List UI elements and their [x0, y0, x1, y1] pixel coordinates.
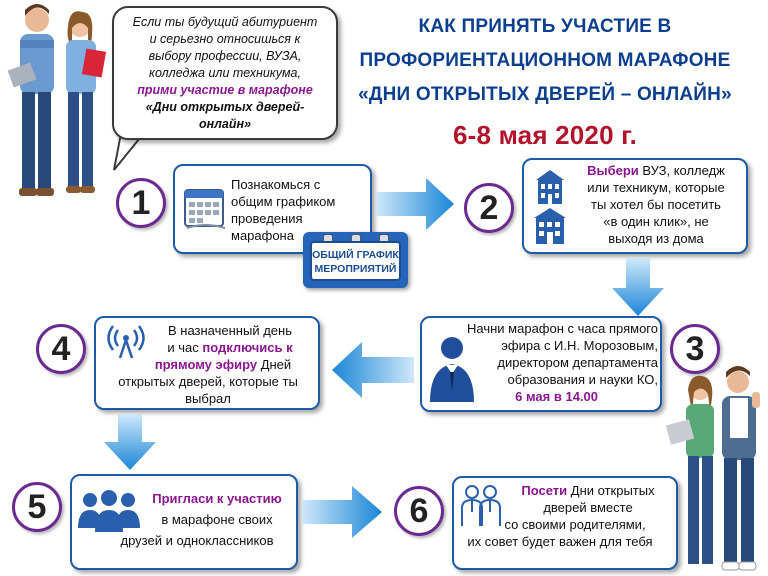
step-2-line: ВУЗ, колледж: [638, 163, 725, 178]
students-illustration-left: [7, 4, 107, 196]
step-5-line: в марафоне своих: [161, 512, 273, 527]
step-4-line: выбрал: [185, 391, 231, 406]
bubble-text-4: колледжа или техникума,: [149, 66, 301, 80]
step-number-4: 4: [36, 324, 86, 374]
step-1-line: проведения: [231, 211, 303, 226]
step-1-line: Познакомься с: [231, 177, 321, 192]
step-3-text: Начни марафон с часа прямого эфира с И.Н…: [428, 320, 658, 405]
buildings-icon: [534, 170, 566, 244]
step-4-line: Дней: [257, 357, 292, 372]
step-6-line: их совет будет важен для тебя: [467, 534, 653, 549]
step-3-line: образования и науки КО,: [507, 372, 658, 387]
step-6-text: Посети Дни открытых дверей вместе со сво…: [448, 482, 672, 550]
step-6-line: дверей вместе: [543, 500, 633, 515]
step-2-line: или техникум, которые: [587, 180, 725, 195]
bubble-event-name-1: «Дни открытых дверей-: [145, 100, 305, 114]
group-people-icon: [78, 490, 140, 532]
step-6-line: Дни открытых: [567, 483, 655, 498]
step-2-line: ты хотел бы посетить: [591, 197, 721, 212]
step-3-line: Начни марафон с часа прямого: [467, 321, 658, 336]
step-6-highlight: Посети: [521, 483, 568, 498]
bubble-event-name-2: онлайн»: [198, 117, 252, 131]
schedule-badge[interactable]: ОБЩИЙ ГРАФИК МЕРОПРИЯТИЙ: [303, 232, 408, 288]
step-4-line: открытых дверей, которые ты: [118, 374, 298, 389]
businessman-icon: [430, 337, 474, 402]
step-card-2: Выбери ВУЗ, колледж или техникум, которы…: [522, 158, 748, 254]
speech-bubble: Если ты будущий абитуриент и серьезно от…: [112, 6, 338, 140]
parents-icon: [461, 485, 501, 526]
calendar-icon: [184, 189, 226, 229]
arrow-right-icon: [302, 486, 382, 538]
title-line-3: «ДНИ ОТКРЫТЫХ ДВЕРЕЙ – ОНЛАЙН»: [358, 84, 732, 105]
page-title: КАК ПРИНЯТЬ УЧАСТИЕ В ПРОФОРИЕНТАЦИОННОМ…: [330, 10, 760, 152]
arrow-down-icon: [612, 258, 664, 316]
bubble-text-3: выбору профессии, ВУЗА,: [148, 49, 302, 63]
badge-line-2: МЕРОПРИЯТИЙ: [314, 263, 397, 275]
step-3-line: эфира с И.Н. Морозовым,: [501, 338, 658, 353]
step-card-3: Начни марафон с часа прямого эфира с И.Н…: [420, 316, 662, 412]
step-1-text: Познакомься с общим графиком проведения …: [231, 176, 335, 244]
broadcast-antenna-icon: [107, 325, 145, 359]
step-number-3: 3: [670, 324, 720, 374]
event-date: 6-8 мая 2020 г.: [452, 120, 638, 150]
bubble-call-to-action: прими участие в марафоне: [137, 83, 313, 97]
bubble-text-2: и серьезно относишься к: [149, 32, 301, 46]
step-5-line: друзей и одноклассников: [120, 533, 274, 548]
arrow-left-icon: [332, 342, 414, 398]
step-4-line: и час: [167, 340, 203, 355]
step-4-text: В назначенный день и час подключись к пр…: [104, 322, 312, 407]
students-illustration-right: [665, 366, 760, 571]
step-card-4: В назначенный день и час подключись к пр…: [94, 316, 320, 410]
step-4-line: В назначенный день: [168, 323, 292, 338]
step-2-highlight: Выбери: [587, 163, 639, 178]
title-line-1: КАК ПРИНЯТЬ УЧАСТИЕ В: [418, 16, 672, 37]
arrow-down-icon: [104, 414, 156, 470]
step-number-5: 5: [12, 482, 62, 532]
step-3-highlight: 6 мая в 14.00: [515, 389, 598, 404]
step-2-line: выходя из дома: [608, 231, 704, 246]
step-4-highlight: подключись к: [202, 340, 293, 355]
step-card-6: Посети Дни открытых дверей вместе со сво…: [452, 476, 678, 570]
step-number-6: 6: [394, 486, 444, 536]
step-card-1: Познакомься с общим графиком проведения …: [173, 164, 372, 254]
step-5-text: Пригласи к участию в марафоне своих друз…: [121, 490, 290, 549]
step-5-highlight: Пригласи к участию: [152, 491, 282, 506]
step-2-text: Выбери ВУЗ, колледж или техникум, которы…: [572, 162, 740, 247]
arrow-right-icon: [376, 178, 454, 230]
step-1-line: марафона: [231, 228, 294, 243]
step-6-line: со своими родителями,: [504, 517, 646, 532]
step-number-1: 1: [116, 178, 166, 228]
step-3-line: директором департамента: [497, 355, 658, 370]
step-1-line: общим графиком: [231, 194, 336, 209]
bubble-text-1: Если ты будущий абитуриент: [132, 15, 318, 29]
step-card-5: Пригласи к участию в марафоне своих друз…: [70, 474, 298, 570]
title-line-2: ПРОФОРИЕНТАЦИОННОМ МАРАФОНЕ: [359, 50, 731, 71]
step-number-2: 2: [464, 183, 514, 233]
step-4-highlight: прямому эфиру: [154, 357, 258, 372]
step-2-line: «в один клик», не: [603, 214, 709, 229]
badge-line-1: ОБЩИЙ ГРАФИК: [312, 249, 399, 261]
